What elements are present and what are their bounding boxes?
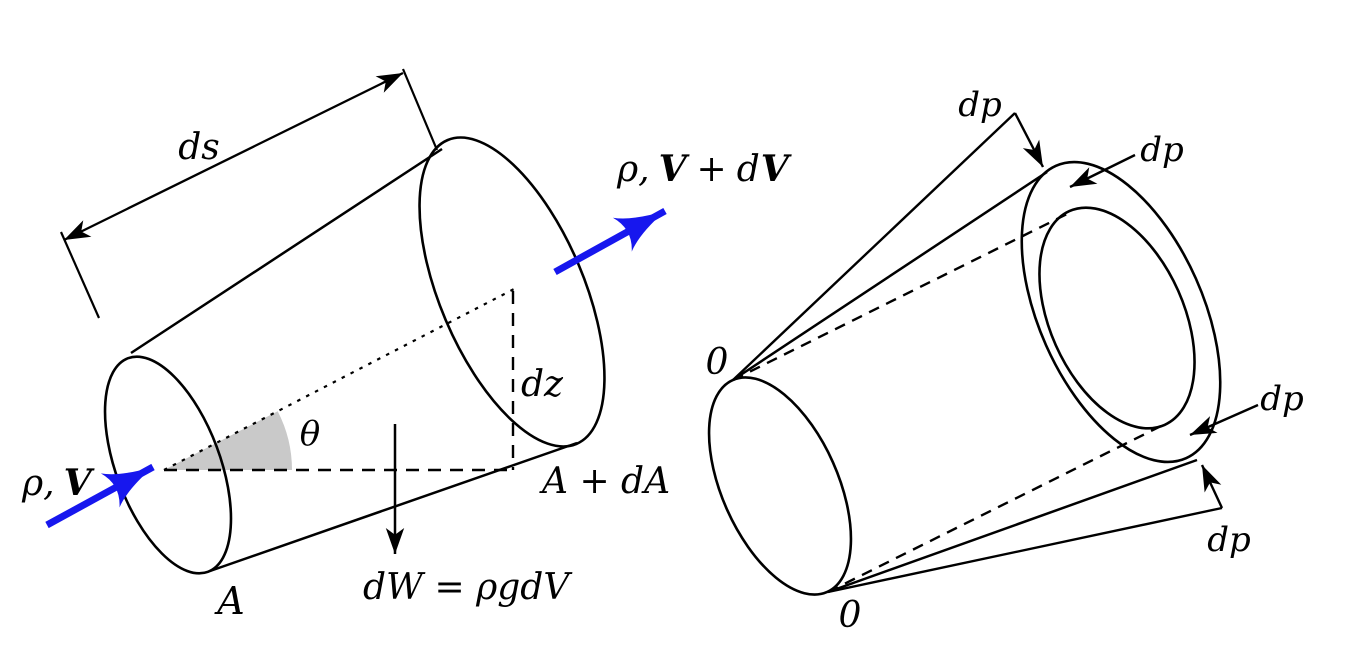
outflow-v: V [659,148,690,190]
outflow-plus: + [697,149,727,190]
streamline-axis-dotted [163,287,517,471]
pressure-forces-figure: 0 0 dp dp dp dp [706,85,1304,636]
theta-angle-wedge [164,411,292,470]
dp-arrow-right [1189,403,1259,437]
ds-extension-tick-right [401,68,439,151]
theta-label: θ [300,414,320,454]
cone-bottom-dashed-line [827,424,1162,594]
apex-top-label: 0 [706,342,729,383]
dp-label-upper-right: dp [1140,130,1184,170]
area-outlet-label: A + dA [539,461,670,502]
inflow-label: ρ,V [21,462,95,504]
tube-top-edge [130,147,443,355]
cone-top-dashed-line [732,212,1068,382]
weight-eq-prefix: dW = ρgd [363,567,543,608]
cone-bottom-extension-line [827,506,1223,594]
ring-inner-ellipse [1038,206,1196,430]
outflow-d: d [737,149,760,190]
dp-label-bottom: dp [1207,520,1251,560]
ds-extension-tick-left [59,231,101,319]
dp-arrow-bottom [1200,464,1224,509]
dp-arrow-upper-right [1069,153,1136,189]
weight-volume-symbol: V [543,567,573,608]
ring-outer-ellipse [1020,160,1222,464]
weight-label: dW = ρgdV [363,567,573,608]
area-inlet-label: A [214,579,244,623]
ds-dimension-arrow [63,71,404,242]
apex-bottom-label: 0 [839,595,862,636]
cone-top-edge [732,170,1048,382]
dp-label-right: dp [1260,379,1304,419]
cone-inlet-ellipse [707,376,853,596]
inflow-v: V [64,462,95,504]
inflow-rho: ρ, [21,463,55,504]
outflow-rho: ρ, [616,149,650,190]
dp-label-top: dp [958,85,1002,125]
outflow-dv: V [761,148,792,190]
outflow-label: ρ,V+dV [616,148,792,190]
dz-label: dz [521,364,564,405]
dp-arrow-top [1013,112,1045,168]
outflow-velocity-arrow [553,207,667,276]
ds-label: ds [178,127,220,168]
cone-bottom-edge [827,458,1198,594]
cone-top-extension-line [732,112,1016,381]
inflow-velocity-arrow [45,463,155,529]
tube-bottom-edge [209,441,578,573]
control-volume-figure: ds ρ,V+dV ρ,V θ dz A A + dA dW = ρgdV [21,68,792,623]
